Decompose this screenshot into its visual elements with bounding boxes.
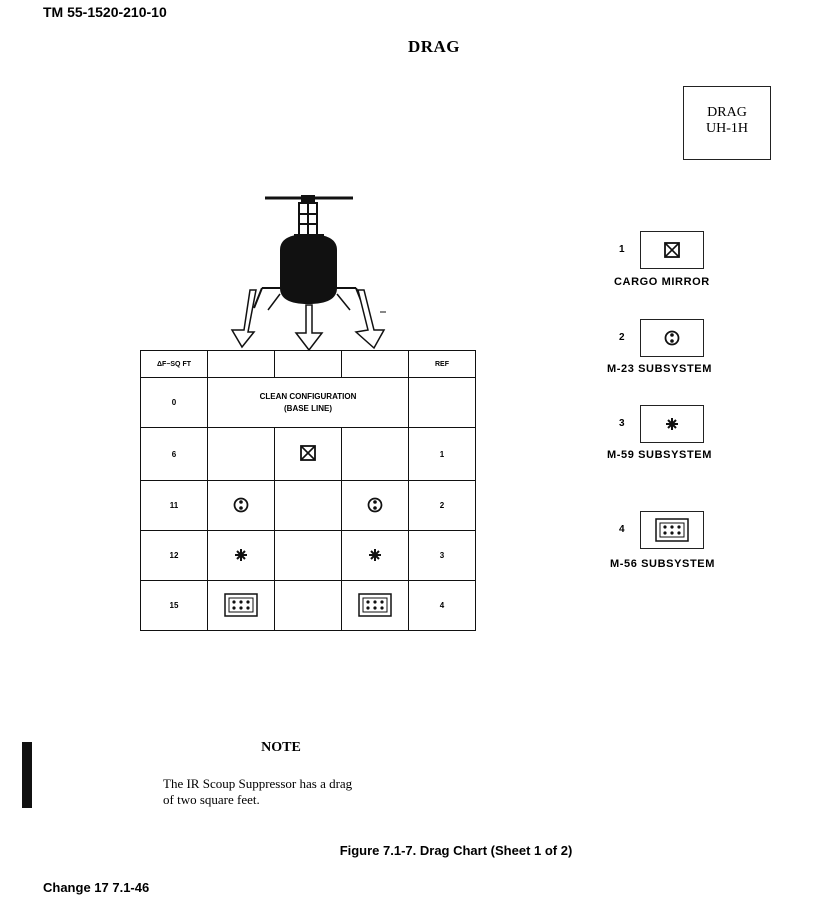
drag-value: 6 (140, 427, 208, 481)
table-header-row: ΔF−SQ FT REF (140, 350, 476, 378)
table-row: 0 CLEAN CONFIGURATION (BASE LINE) (140, 377, 476, 428)
legend-label-m56: M-56 SUBSYSTEM (610, 558, 715, 570)
drag-box-line1: DRAG (707, 105, 747, 120)
m59-icon (666, 418, 678, 430)
legend-label-m59: M-59 SUBSYSTEM (607, 449, 712, 461)
figure-caption: Figure 7.1-7. Drag Chart (Sheet 1 of 2) (339, 843, 573, 858)
drag-value: 12 (140, 530, 208, 581)
legend-icon-box-2 (640, 319, 704, 357)
legend-ref-4: 4 (619, 524, 625, 535)
m23-icon (367, 497, 383, 512)
drag-value: 0 (140, 377, 208, 428)
drag-value: 15 (140, 580, 208, 631)
helicopter-front-view-icon (230, 195, 386, 352)
m23-icon (664, 330, 680, 346)
legend-ref-2: 2 (619, 332, 625, 343)
m23-icon (233, 497, 249, 512)
m59-icon (369, 548, 381, 561)
legend-icon-box-4 (640, 511, 704, 549)
m56-icon (224, 592, 258, 617)
legend-label-m23: M-23 SUBSYSTEM (607, 363, 712, 375)
column-header-ref: REF (408, 350, 476, 378)
m56-icon (358, 592, 392, 617)
note-text: The IR Scoup Suppressor has a drag of tw… (163, 776, 352, 808)
drag-table: ΔF−SQ FT REF 0 CLEAN CONFIGURATION (BASE… (140, 350, 476, 631)
page-footer: Change 17 7.1-46 (43, 880, 150, 895)
base-line-label: (BASE LINE) (284, 403, 332, 413)
legend-label-cargo-mirror: CARGO MIRROR (614, 276, 710, 288)
legend-ref-3: 3 (619, 418, 625, 429)
drag-value: 11 (140, 480, 208, 531)
ref-value (408, 377, 476, 428)
ref-value: 1 (408, 427, 476, 481)
drag-box-line2: UH-1H (706, 121, 748, 136)
clean-configuration-cell: CLEAN CONFIGURATION (BASE LINE) (207, 377, 409, 428)
table-row: 11 2 (140, 480, 476, 531)
clean-configuration-label: CLEAN CONFIGURATION (259, 391, 357, 401)
legend-icon-box-3 (640, 405, 704, 443)
page-title: DRAG (407, 37, 461, 56)
cargo-mirror-icon (664, 242, 680, 258)
table-row: 12 3 (140, 530, 476, 581)
m59-icon (235, 548, 247, 561)
legend-icon-box-1 (640, 231, 704, 269)
table-row: 6 1 (140, 427, 476, 481)
m56-icon (655, 518, 689, 542)
aircraft-drag-box: DRAG UH-1H (683, 86, 771, 160)
note-title: NOTE (261, 740, 301, 755)
document-id: TM 55-1520-210-10 (43, 4, 167, 20)
note-line-1: The IR Scoup Suppressor has a drag (163, 776, 353, 791)
change-bar (22, 742, 32, 808)
note-line-2: of two square feet. (163, 792, 260, 807)
cargo-mirror-icon (300, 445, 316, 461)
column-header-drag: ΔF−SQ FT (140, 350, 208, 378)
ref-value: 2 (408, 480, 476, 531)
table-row: 15 4 (140, 580, 476, 631)
ref-value: 3 (408, 530, 476, 581)
ref-value: 4 (408, 580, 476, 631)
legend-ref-1: 1 (619, 244, 625, 255)
